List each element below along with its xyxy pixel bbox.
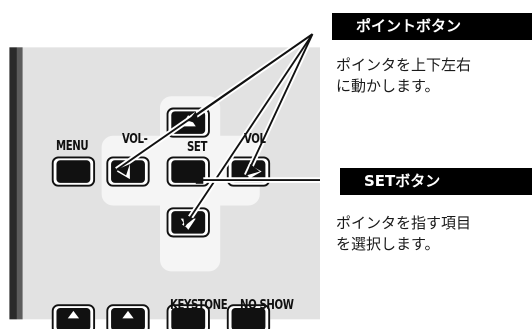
no-show-label: NO SHOW [240,298,294,313]
pointer-button-callout-title: ポイントボタン [332,13,532,40]
remote-control-illustration [9,31,320,329]
pointer-button-description: ポインタを上下左右 に動かします。 [336,56,472,95]
vol-minus-label: VOL- [122,132,148,147]
set-button-description: ポインタを指す項目 を選択します。 [336,214,472,253]
up-triangle-icon [67,310,80,319]
set-button-callout-title: SETボタン [340,168,532,195]
set-label: SET [187,140,207,155]
set-button-leader-line [195,176,320,184]
menu-label: MENU [56,139,89,154]
up-triangle-icon [122,310,134,319]
vol-plus-label: VOL [244,132,266,147]
keystone-label: KEYSTONE [170,298,228,313]
bottom-left-button-1[interactable] [51,304,96,329]
no-show-button[interactable] [226,304,271,329]
pointer-button-leader-lines [115,31,316,228]
bottom-left-button-2[interactable] [106,304,150,329]
menu-button[interactable] [51,156,96,187]
keystone-button[interactable] [166,304,210,329]
